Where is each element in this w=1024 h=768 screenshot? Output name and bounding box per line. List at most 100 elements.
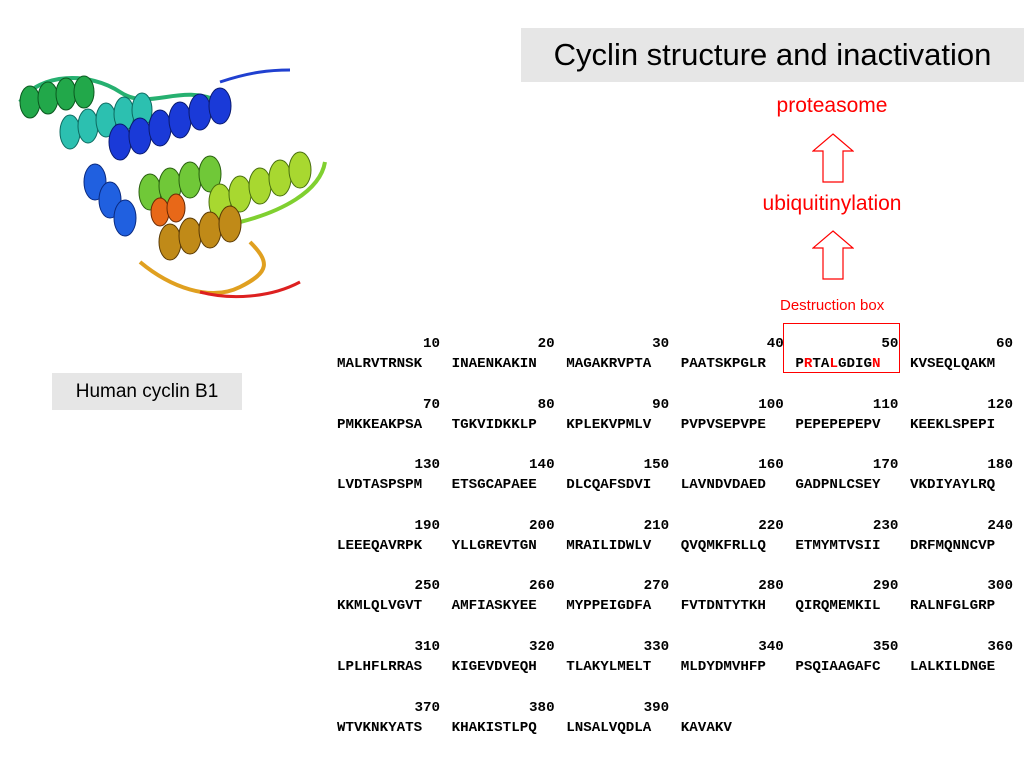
destruction-box-residue: TA xyxy=(812,356,830,372)
residue-group: LPLHFLRRAS xyxy=(337,658,423,675)
residue-group: PSQIAAGAFC xyxy=(795,658,881,675)
position-number: 70 xyxy=(422,396,440,413)
residue-group: LNSALVQDLA xyxy=(566,719,652,736)
residue-group: VKDIYAYLRQ xyxy=(909,477,996,494)
residue-group: ETSGCAPAEE xyxy=(451,477,537,494)
position-number: 220 xyxy=(758,517,784,534)
position-number: 110 xyxy=(872,396,899,413)
position-number: 350 xyxy=(872,638,899,655)
residue-group: YLLGREVTGN xyxy=(451,537,537,554)
position-number: 30 xyxy=(652,336,670,352)
residue-group: PEPEPEPEPV xyxy=(795,416,881,433)
position-number: 240 xyxy=(987,517,1013,534)
up-arrow-icon xyxy=(812,230,854,280)
residue-line: KKMLQLVGVT AMFIASKYEE MYPPEIGDFA FVTDNTYTKH… xyxy=(337,596,1013,616)
destruction-box-key-residue: R xyxy=(803,356,813,372)
position-number: 80 xyxy=(537,396,555,413)
position-number: 200 xyxy=(529,517,555,534)
residue-group: FVTDNTYTKH xyxy=(680,598,766,615)
position-number: 280 xyxy=(758,578,784,595)
residue-group: KKMLQLVGVT xyxy=(337,598,423,615)
position-number: 260 xyxy=(529,578,555,595)
residue-group: KVSEQLQAKM xyxy=(909,356,996,372)
page-title: Cyclin structure and inactivation xyxy=(521,28,1024,82)
destruction-box-key-residue: L xyxy=(829,356,838,372)
position-number: 290 xyxy=(872,578,899,595)
residue-group: WTVKNKYATS xyxy=(337,719,423,736)
position-numbers: 250 260 270 280 290 300 xyxy=(337,576,1013,596)
residue-line: MALRVTRNSK INAENKAKIN MAGAKRVPTA PAATSKPGLR… xyxy=(337,354,1013,374)
residue-group: GADPNLCSEY xyxy=(795,477,881,494)
destruction-box-residue: P xyxy=(795,356,804,372)
position-number: 360 xyxy=(987,638,1013,655)
residue-group: KEEKLSPEPI xyxy=(909,416,996,433)
residue-group: PMKKEAKPSA xyxy=(337,416,423,433)
residue-group: PAATSKPGLR xyxy=(680,356,766,372)
residue-group: TGKVIDKKLP xyxy=(451,416,537,433)
residue-group: MAGAKRVPTA xyxy=(566,356,652,372)
position-number: 270 xyxy=(643,578,670,595)
residue-line: LPLHFLRRAS KIGEVDVEQH TLAKYLMELT MLDYDMVHFP… xyxy=(337,657,1013,677)
residue-group: DRFMQNNCVP xyxy=(909,537,996,554)
residue-line: LEEEQAVRPK YLLGREVTGN MRAILIDWLV QVQMKFRLLQ… xyxy=(337,536,1013,556)
position-number: 330 xyxy=(643,638,670,655)
position-number: 150 xyxy=(643,457,670,474)
residue-group: KPLEKVPMLV xyxy=(566,416,652,433)
proteasome-label: proteasome xyxy=(776,94,888,117)
position-number: 160 xyxy=(758,457,784,474)
residue-group: MALRVTRNSK xyxy=(337,356,423,372)
position-number: 100 xyxy=(758,396,784,413)
residue-group: LALKILDNGE xyxy=(909,658,996,675)
position-number: 60 xyxy=(995,336,1013,352)
position-number: 170 xyxy=(872,457,899,474)
position-number: 250 xyxy=(414,578,440,595)
position-number: 10 xyxy=(422,336,440,352)
residue-group: ETMYMTVSII xyxy=(795,537,881,554)
residue-group: MLDYDMVHFP xyxy=(680,658,766,675)
position-number: 300 xyxy=(987,578,1013,595)
residue-group: QVQMKFRLLQ xyxy=(680,537,766,554)
destruction-box-residue: GDIG xyxy=(837,356,873,372)
ubiquitinylation-label: ubiquitinylation xyxy=(762,192,902,215)
residue-group: PVPVSEPVPE xyxy=(680,416,766,433)
residue-group: KHAKISTLPQ xyxy=(451,719,537,736)
destruction-box-label: Destruction box xyxy=(780,297,885,314)
residue-group: LEEEQAVRPK xyxy=(337,537,423,554)
position-number: 180 xyxy=(987,457,1013,474)
residue-group: LAVNDVDAED xyxy=(680,477,766,494)
residue-group: LVDTASPSPM xyxy=(337,477,423,494)
position-number: 140 xyxy=(529,457,555,474)
residue-group: TLAKYLMELT xyxy=(566,658,652,675)
position-number: 120 xyxy=(987,396,1013,413)
residue-group: INAENKAKIN xyxy=(451,356,537,372)
destruction-box-key-residue: N xyxy=(872,356,881,372)
position-number: 130 xyxy=(414,457,440,474)
position-number: 380 xyxy=(529,699,555,716)
residue-group: KIGEVDVEQH xyxy=(451,658,537,675)
residue-group: RALNFGLGRP xyxy=(909,598,996,615)
position-number: 190 xyxy=(414,517,440,534)
position-number: 210 xyxy=(643,517,670,534)
residue-group: MRAILIDWLV xyxy=(566,537,652,554)
residue-group: QIRQMEMKIL xyxy=(795,598,881,615)
position-number: 390 xyxy=(643,699,670,716)
position-number: 340 xyxy=(758,638,784,655)
position-number: 230 xyxy=(872,517,899,534)
position-number: 310 xyxy=(414,638,440,655)
residue-group: AMFIASKYEE xyxy=(451,598,537,615)
residue-group: MYPPEIGDFA xyxy=(566,598,652,615)
position-numbers: 130 140 150 160 170 180 xyxy=(337,455,1013,475)
